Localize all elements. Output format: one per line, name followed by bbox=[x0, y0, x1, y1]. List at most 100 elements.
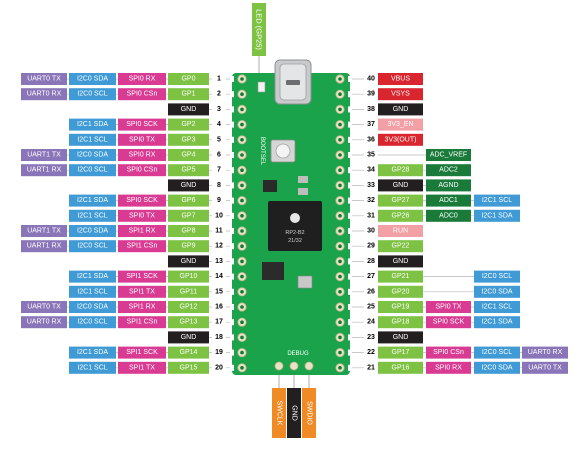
notch-right-38 bbox=[348, 106, 352, 113]
pin-40-vbus-label: VBUS bbox=[391, 76, 410, 83]
pin-10-i2c1-scl-label: I2C1 SCL bbox=[77, 212, 107, 219]
pin-15-i2c1-scl-label: I2C1 SCL bbox=[77, 288, 107, 295]
pad-hole-right-21 bbox=[338, 366, 342, 370]
pin-16-i2c0-sda-label-box bbox=[69, 301, 116, 313]
pad-hole-left-6 bbox=[240, 153, 244, 157]
notch-left-8 bbox=[230, 182, 234, 189]
notch-left-9 bbox=[230, 197, 234, 204]
pin-18-gnd-label: GND bbox=[181, 334, 197, 341]
pin-32-i2c1-scl-label-box bbox=[474, 194, 520, 207]
pad-hole-left-19 bbox=[240, 350, 244, 355]
pin-14-i2c1-sda-label: I2C1 SDA bbox=[77, 273, 108, 280]
pin-number-bg-12 bbox=[212, 240, 226, 253]
pin-19-i2c1-sda-label: I2C1 SDA bbox=[77, 349, 108, 356]
debug-swdio-label: SWDIO bbox=[306, 401, 313, 425]
pin-number-bg-32 bbox=[364, 194, 378, 207]
pin-19-gp14-label-box bbox=[168, 346, 209, 359]
pin-36-3v3-out-label-box bbox=[378, 133, 423, 146]
pin-1-uart0-tx-label-box bbox=[21, 73, 67, 85]
pin-number-bg-22 bbox=[364, 346, 378, 359]
pin-16-spi1-rx-label-box bbox=[118, 301, 166, 313]
notch-left-20 bbox=[230, 364, 234, 371]
pin-9-i2c1-sda-label: I2C1 SDA bbox=[77, 197, 108, 204]
pin-6-i2c0-sda-label-box bbox=[69, 149, 116, 161]
pin-number-25: 25 bbox=[367, 304, 375, 311]
notch-right-39 bbox=[348, 91, 352, 98]
debug-pad-3 bbox=[304, 361, 314, 371]
pin-33-agnd-label: AGND bbox=[438, 182, 458, 189]
pin-27-i2c0-scl-label: I2C0 SCL bbox=[482, 273, 512, 280]
pin-number-4: 4 bbox=[217, 121, 221, 128]
pin-27-gp21-label-box bbox=[378, 270, 423, 283]
pin-26-gp20-label: GP20 bbox=[392, 288, 410, 295]
pin-number-bg-20 bbox=[212, 361, 226, 374]
notch-right-30 bbox=[348, 228, 352, 234]
pin-number-21: 21 bbox=[367, 364, 375, 371]
pin-12-gp9-label: GP9 bbox=[181, 243, 195, 250]
pad-hole-left-9 bbox=[240, 198, 244, 203]
pin-number-bg-24 bbox=[364, 316, 378, 329]
pad-hole-left-14 bbox=[240, 274, 244, 279]
pin-21-uart0-tx-label: UART0 TX bbox=[528, 364, 562, 371]
pad-hole-right-30 bbox=[338, 229, 342, 233]
pad-hole-left-17 bbox=[240, 320, 244, 325]
pad-hole-left-4 bbox=[240, 122, 244, 127]
pad-hole-left-7 bbox=[240, 168, 244, 172]
pin-1-gp0-label-box bbox=[168, 73, 209, 85]
regulator-chip bbox=[263, 180, 277, 192]
usb-tongue bbox=[286, 80, 300, 85]
pin-number-bg-35 bbox=[364, 149, 378, 161]
pin-14-gp10-label-box bbox=[168, 270, 209, 283]
pin-number-38: 38 bbox=[367, 106, 375, 113]
pin-number-bg-7 bbox=[212, 164, 226, 177]
pin-31-i2c1-sda-label-box bbox=[474, 209, 520, 222]
small-component bbox=[298, 188, 308, 195]
pin-26-gp20-label-box bbox=[378, 285, 423, 298]
pin-32-gp27-label: GP27 bbox=[392, 197, 410, 204]
pin-31-gp26-label-box bbox=[378, 209, 423, 222]
pin-6-gp4-label-box bbox=[168, 149, 209, 161]
pin-number-19: 19 bbox=[215, 349, 223, 356]
pad-hole-right-29 bbox=[338, 244, 342, 248]
raspberry-logo-icon bbox=[290, 213, 300, 223]
pin-number-bg-15 bbox=[212, 285, 226, 298]
debug-gnd-label: GND bbox=[291, 405, 298, 421]
chip-marking-line1: RP2-B2 bbox=[285, 230, 304, 236]
pin-29-gp22-label: GP22 bbox=[392, 243, 410, 250]
pad-hole-right-35 bbox=[338, 153, 342, 157]
pin-7-gp5-label: GP5 bbox=[181, 167, 195, 174]
pin-number-39: 39 bbox=[367, 91, 375, 98]
pin-number-24: 24 bbox=[367, 319, 375, 326]
pin-9-gp6-label-box bbox=[168, 194, 209, 207]
pin-1-uart0-tx-label: UART0 TX bbox=[27, 76, 61, 83]
pin-7-gp5-label-box bbox=[168, 164, 209, 177]
pad-hole-right-22 bbox=[338, 350, 342, 355]
pin-24-gp18-label: GP18 bbox=[392, 319, 410, 326]
pad-hole-left-3 bbox=[240, 107, 244, 112]
pin-16-i2c0-sda-label: I2C0 SDA bbox=[77, 304, 108, 311]
pin-22-spi0-csn-label: SPI0 CSn bbox=[433, 349, 464, 356]
pin-33-agnd-label-box bbox=[426, 179, 471, 192]
pin-40-vbus-label-box bbox=[378, 73, 423, 85]
pin-number-bg-18 bbox=[212, 331, 226, 344]
pin-39-vsys-label-box bbox=[378, 88, 423, 101]
notch-left-6 bbox=[230, 152, 234, 158]
pin-29-gp22-label-box bbox=[378, 240, 423, 253]
pad-hole-left-18 bbox=[240, 335, 244, 340]
pin-number-bg-3 bbox=[212, 103, 226, 116]
pin-30-run-label-box bbox=[378, 225, 423, 237]
pin-2-gp1-label: GP1 bbox=[181, 91, 195, 98]
pin-number-bg-8 bbox=[212, 179, 226, 192]
small-component bbox=[298, 176, 308, 183]
pin-number-9: 9 bbox=[217, 197, 221, 204]
pad-hole-right-24 bbox=[338, 320, 342, 325]
pin-12-spi1-csn-label-box bbox=[118, 240, 166, 253]
pin-12-uart1-rx-label: UART1 RX bbox=[27, 243, 62, 250]
pin-2-spi0-csn-label: SPI0 CSn bbox=[127, 91, 158, 98]
pad-hole-right-31 bbox=[338, 214, 342, 218]
pin-19-i2c1-sda-label-box bbox=[69, 346, 116, 359]
pin-7-spi0-csn-label-box bbox=[118, 164, 166, 177]
pin-4-gp2-label-box bbox=[168, 118, 209, 131]
notch-left-13 bbox=[230, 258, 234, 265]
